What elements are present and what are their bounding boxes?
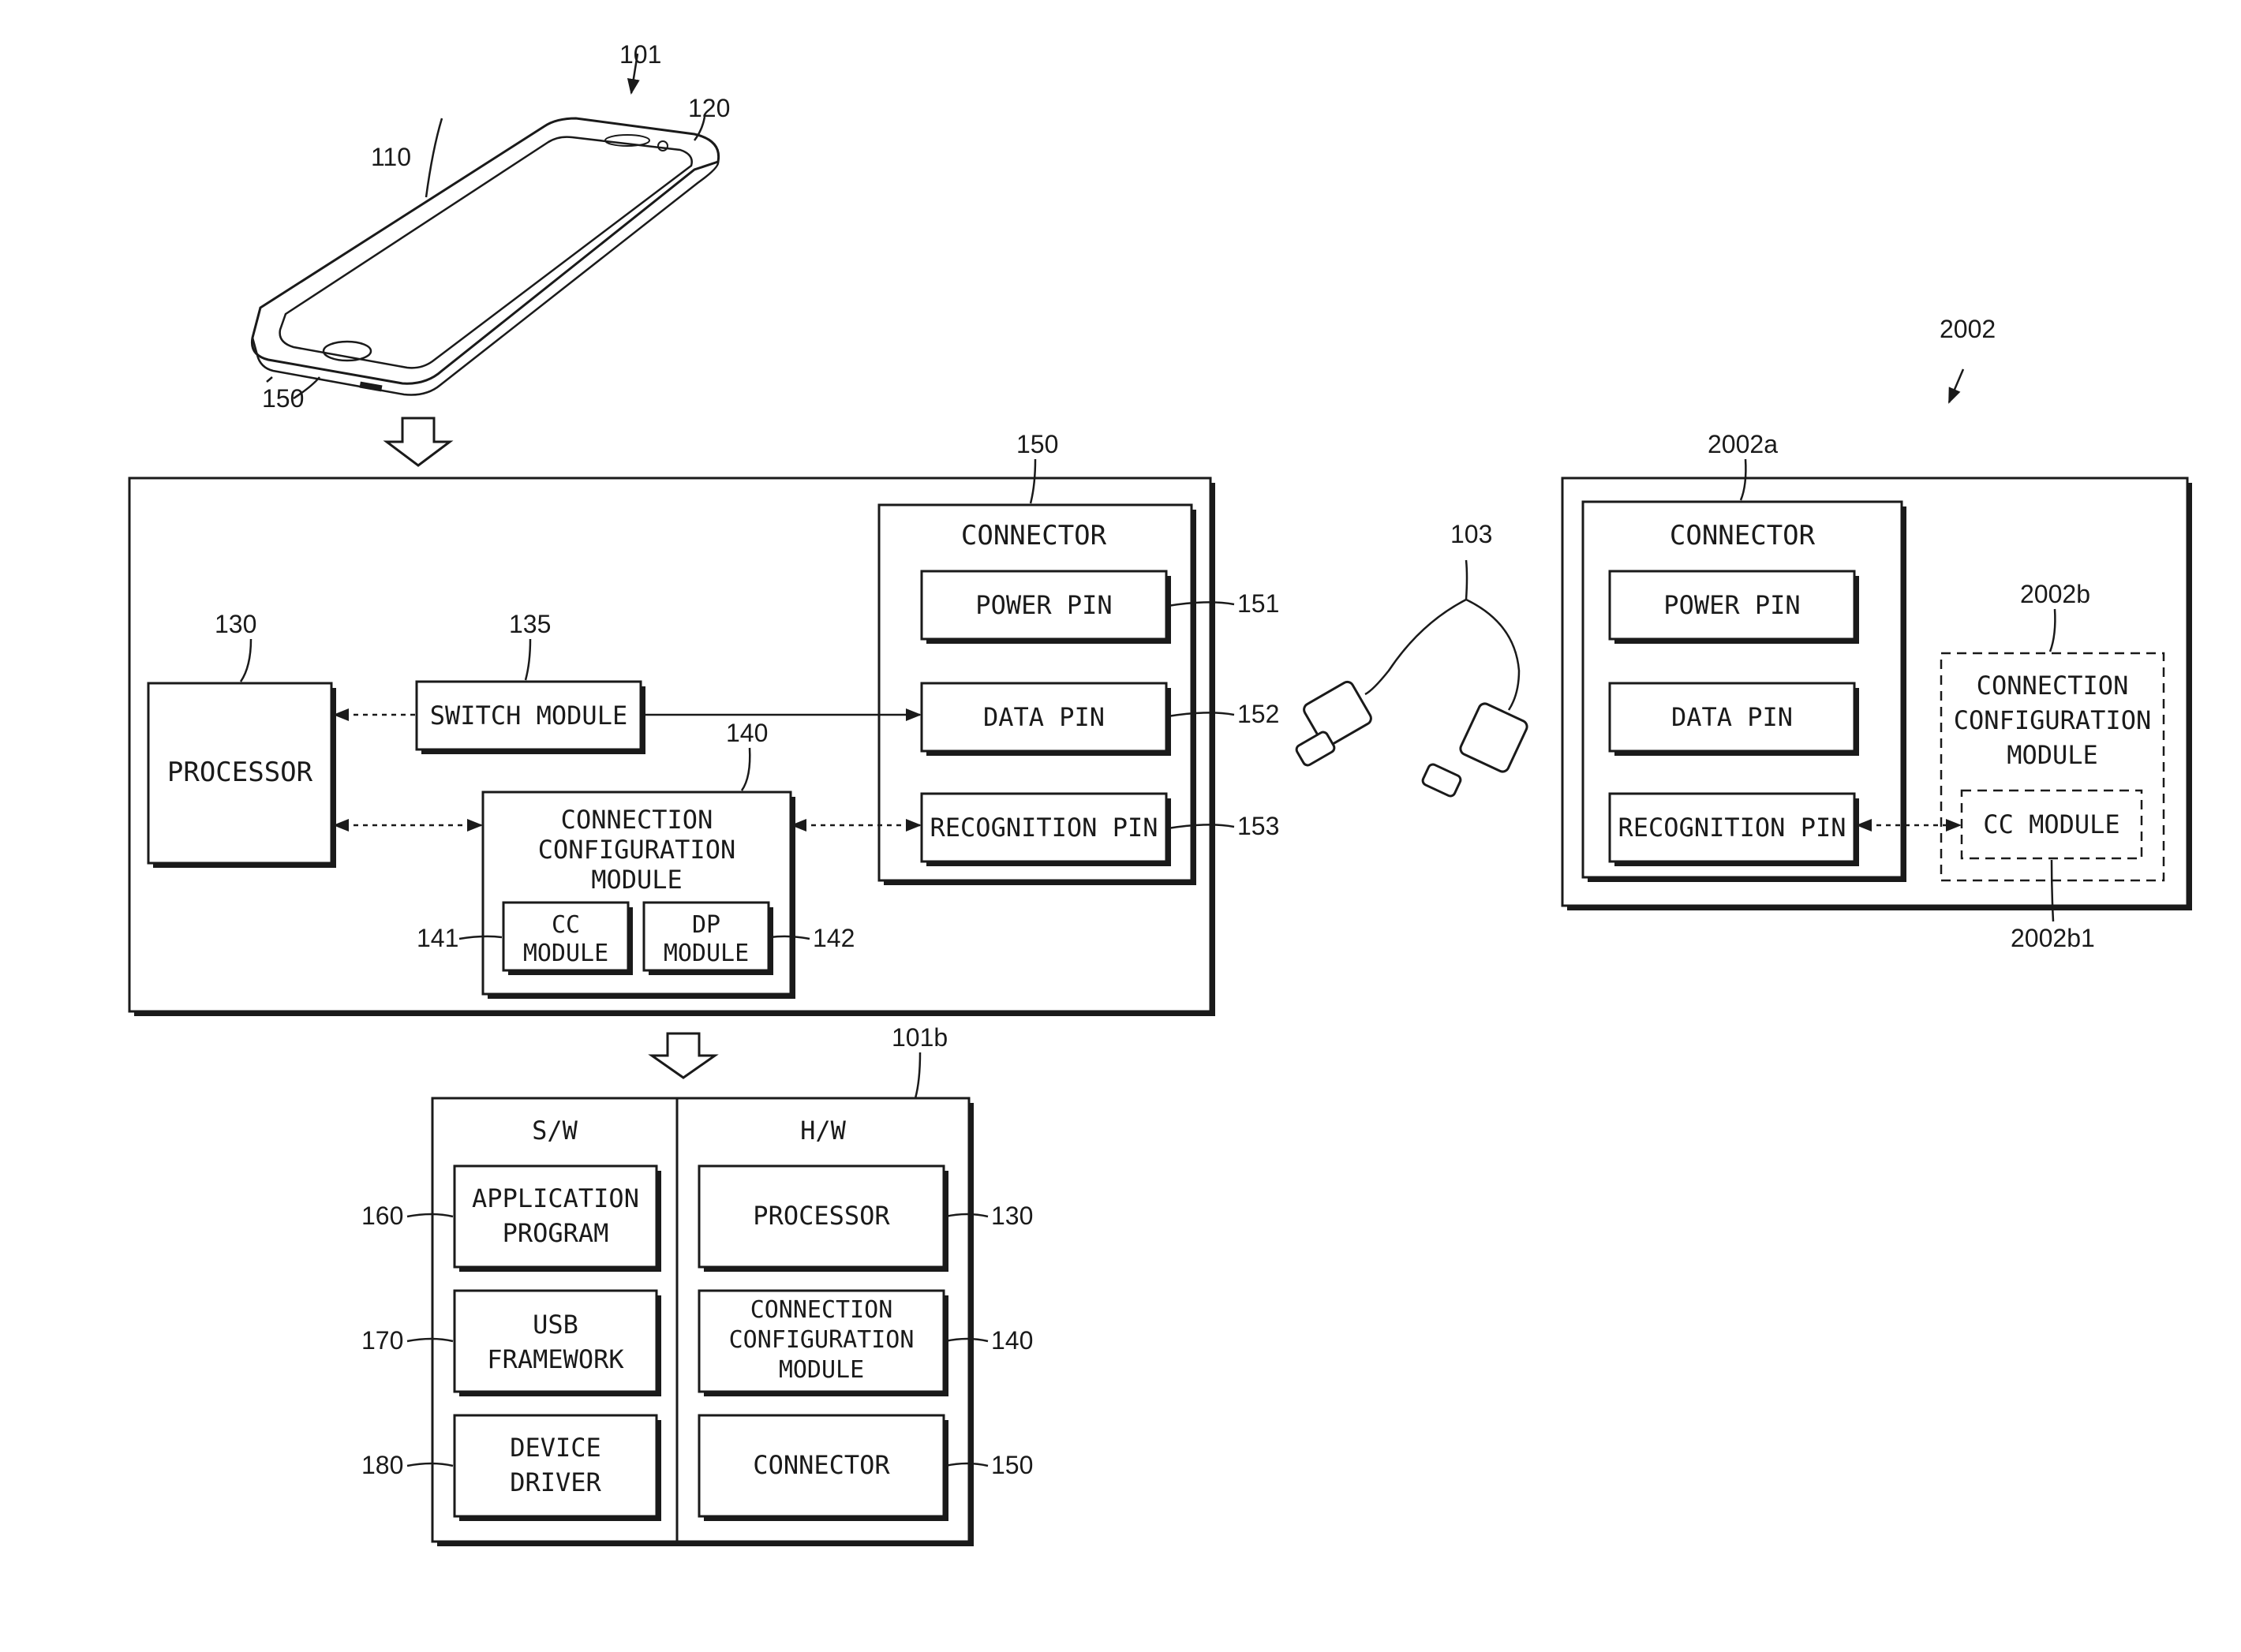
- cc-module-line-1: CC: [552, 911, 580, 939]
- switch-module-ref: 135: [509, 610, 551, 638]
- display-ref: 110: [371, 143, 411, 171]
- external-connector-title: CONNECTOR: [1670, 520, 1816, 551]
- external-device-ref: 2002: [1940, 315, 1996, 343]
- external-ccm-line-2: CONFIGURATION: [1954, 705, 2151, 735]
- stack-processor-ref: 130: [991, 1202, 1033, 1230]
- cable-ref: 103: [1450, 520, 1492, 548]
- connector-title: CONNECTOR: [961, 520, 1107, 551]
- connector-ref: 150: [1016, 430, 1058, 458]
- software-hardware-stack: 101b S/W H/W APPLICATION PROGRAM USB FRA…: [361, 1023, 1033, 1546]
- dp-module-ref: 142: [813, 924, 855, 952]
- external-ccm-line-1: CONNECTION: [1977, 671, 2129, 701]
- external-connector-ref: 2002a: [1708, 430, 1778, 458]
- device-driver-ref: 180: [361, 1451, 403, 1479]
- ccm-ref: 140: [726, 719, 768, 747]
- sw-header: S/W: [532, 1116, 578, 1146]
- dp-module-line-1: DP: [692, 911, 720, 939]
- switch-module-label: SWITCH MODULE: [430, 701, 627, 731]
- application-program-block: [455, 1166, 657, 1267]
- usb-framework-line-2: FRAMEWORK: [487, 1344, 624, 1374]
- stack-connector-ref: 150: [991, 1451, 1033, 1479]
- external-ccm-ref: 2002b: [2020, 580, 2090, 608]
- stack-ccm-line-2: CONFIGURATION: [729, 1326, 915, 1354]
- down-arrow-icon: [387, 418, 450, 465]
- external-device-block: 2002 CONNECTOR 2002a POWER PIN DATA PIN …: [1562, 315, 2192, 952]
- data-pin-label: DATA PIN: [983, 702, 1105, 732]
- usb-cable-illustration: 103: [1295, 520, 1529, 798]
- power-pin-ref: 151: [1237, 589, 1279, 618]
- usb-framework-block: [455, 1291, 657, 1392]
- application-program-line-1: APPLICATION: [472, 1183, 639, 1213]
- stack-ccm-ref: 140: [991, 1326, 1033, 1355]
- stack-processor-label: PROCESSOR: [753, 1201, 890, 1231]
- application-program-ref: 160: [361, 1202, 403, 1230]
- main-block: PROCESSOR 130 SWITCH MODULE 135 CONNECTI…: [129, 430, 1279, 1016]
- power-pin-label: POWER PIN: [975, 590, 1112, 620]
- down-arrow-icon: [652, 1033, 715, 1078]
- hw-header: H/W: [800, 1116, 847, 1146]
- external-ccm-line-3: MODULE: [2007, 740, 2098, 770]
- device-driver-line-1: DEVICE: [510, 1433, 601, 1463]
- phone-illustration: 101 110 120 150: [252, 40, 730, 413]
- stack-ccm-line-1: CONNECTION: [750, 1296, 893, 1324]
- data-pin-ref: 152: [1237, 700, 1279, 728]
- ccm-line-3: MODULE: [591, 865, 683, 895]
- external-cc-module-label: CC MODULE: [1983, 809, 2119, 839]
- external-recognition-pin-label: RECOGNITION PIN: [1618, 813, 1846, 843]
- port-ref: 150: [262, 384, 304, 413]
- recognition-pin-label: RECOGNITION PIN: [930, 813, 1158, 843]
- device-driver-line-2: DRIVER: [510, 1467, 601, 1497]
- ccm-line-1: CONNECTION: [561, 805, 713, 835]
- phone-ref: 101: [619, 40, 661, 69]
- cc-module-line-2: MODULE: [523, 940, 608, 967]
- usb-framework-ref: 170: [361, 1326, 403, 1355]
- device-driver-block: [455, 1415, 657, 1516]
- application-program-line-2: PROGRAM: [503, 1218, 609, 1248]
- ccm-line-2: CONFIGURATION: [538, 835, 735, 865]
- cc-module-ref: 141: [417, 924, 458, 952]
- stack-ccm-line-3: MODULE: [779, 1356, 864, 1384]
- bezel-ref: 120: [688, 94, 730, 122]
- recognition-pin-ref: 153: [1237, 812, 1279, 840]
- stack-connector-label: CONNECTOR: [753, 1450, 890, 1480]
- external-data-pin-label: DATA PIN: [1671, 702, 1793, 732]
- processor-ref: 130: [215, 610, 256, 638]
- external-power-pin-label: POWER PIN: [1663, 590, 1800, 620]
- external-cc-module-ref: 2002b1: [2011, 924, 2095, 952]
- stack-ref: 101b: [892, 1023, 948, 1052]
- processor-label: PROCESSOR: [167, 757, 313, 788]
- usb-framework-line-1: USB: [533, 1310, 578, 1340]
- dp-module-line-2: MODULE: [664, 940, 749, 967]
